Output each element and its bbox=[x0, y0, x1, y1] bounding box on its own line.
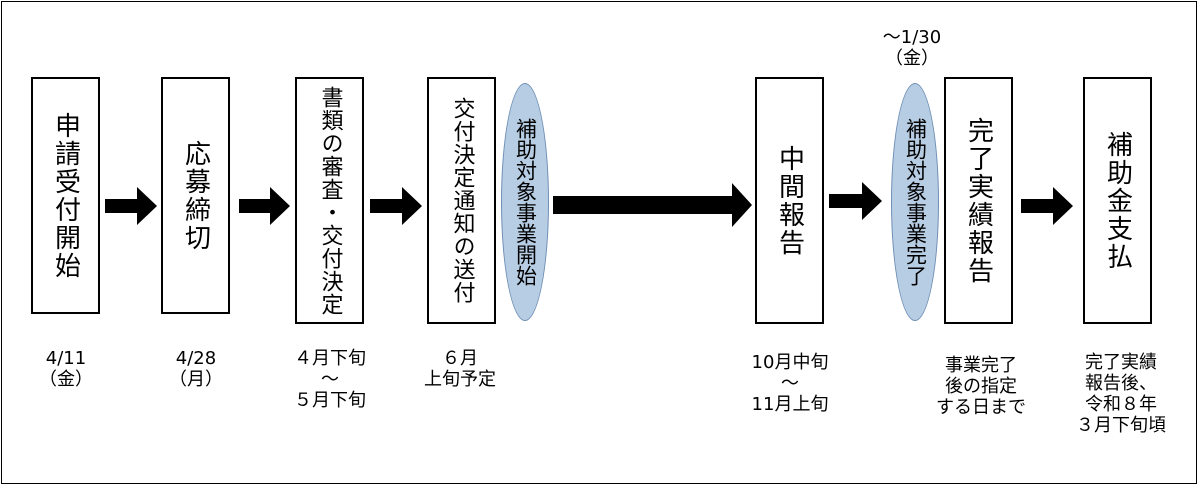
date-line: 後の指定 bbox=[945, 376, 1017, 397]
date-line: ６月 bbox=[442, 348, 478, 369]
arrow-3 bbox=[370, 187, 422, 225]
step-application-deadline: 応募締切 bbox=[161, 77, 230, 314]
date-line: 11月上旬 bbox=[751, 394, 829, 415]
date-line: ３月下旬頃 bbox=[1076, 415, 1166, 436]
date-line: 上旬予定 bbox=[424, 369, 496, 390]
oval-project-completion: 補助対象事業完了 bbox=[891, 83, 939, 321]
oval-project-start-label: 補助対象事業開始 bbox=[513, 118, 538, 286]
date-application-start: 4/11 （金） bbox=[16, 348, 116, 390]
step-review-decision-label: 書類の審査・交付決定 bbox=[317, 85, 343, 316]
step-notification: 交付決定通知の送付 bbox=[427, 77, 496, 324]
completion-deadline-line: （金） bbox=[885, 48, 939, 69]
date-application-deadline: 4/28 （月） bbox=[146, 348, 246, 390]
date-line: （金） bbox=[39, 369, 93, 390]
completion-deadline: ～1/30 （金） bbox=[862, 27, 962, 69]
step-notification-label: 交付決定通知の送付 bbox=[449, 97, 475, 304]
step-application-start-label: 申請受付開始 bbox=[50, 111, 81, 280]
step-subsidy-payment: 補助金支払 bbox=[1083, 77, 1152, 324]
step-review-decision: 書類の審査・交付決定 bbox=[295, 77, 364, 324]
date-line: 事業完了 bbox=[945, 355, 1017, 376]
arrow-4 bbox=[553, 183, 752, 227]
step-completion-report: 完了実績報告 bbox=[944, 77, 1013, 324]
date-line: 報告後、 bbox=[1085, 373, 1157, 394]
date-line: 令和８年 bbox=[1085, 394, 1157, 415]
oval-project-start: 補助対象事業開始 bbox=[501, 83, 549, 321]
step-interim-report: 中間報告 bbox=[755, 77, 824, 324]
step-completion-report-label: 完了実績報告 bbox=[963, 116, 994, 285]
date-line: 完了実績 bbox=[1085, 352, 1157, 373]
date-line: する日まで bbox=[936, 397, 1026, 418]
date-line: 4/11 bbox=[45, 348, 87, 369]
step-subsidy-payment-label: 補助金支払 bbox=[1102, 130, 1133, 271]
step-application-start: 申請受付開始 bbox=[31, 77, 100, 314]
date-line: 10月中旬 bbox=[751, 352, 829, 373]
date-line: ～ bbox=[321, 369, 339, 390]
date-line: ～ bbox=[781, 373, 799, 394]
date-subsidy-payment: 完了実績 報告後、 令和８年 ３月下旬頃 bbox=[1066, 352, 1176, 436]
oval-project-completion-label: 補助対象事業完了 bbox=[903, 118, 928, 286]
date-notification: ６月 上旬予定 bbox=[405, 348, 515, 390]
arrow-2 bbox=[239, 187, 290, 225]
completion-deadline-line: ～1/30 bbox=[882, 27, 942, 48]
arrow-6 bbox=[1021, 187, 1073, 225]
step-interim-report-label: 中間報告 bbox=[774, 144, 805, 257]
date-line: （月） bbox=[169, 369, 223, 390]
date-line: ５月下旬 bbox=[294, 390, 366, 411]
step-application-deadline-label: 応募締切 bbox=[180, 139, 211, 252]
arrow-5 bbox=[829, 182, 882, 220]
date-review-decision: ４月下旬 ～ ５月下旬 bbox=[280, 348, 380, 411]
arrow-1 bbox=[105, 187, 157, 225]
date-interim-report: 10月中旬 ～ 11月上旬 bbox=[735, 352, 845, 415]
date-completion-report: 事業完了 後の指定 する日まで bbox=[926, 355, 1036, 418]
date-line: ４月下旬 bbox=[294, 348, 366, 369]
date-line: 4/28 bbox=[175, 348, 217, 369]
